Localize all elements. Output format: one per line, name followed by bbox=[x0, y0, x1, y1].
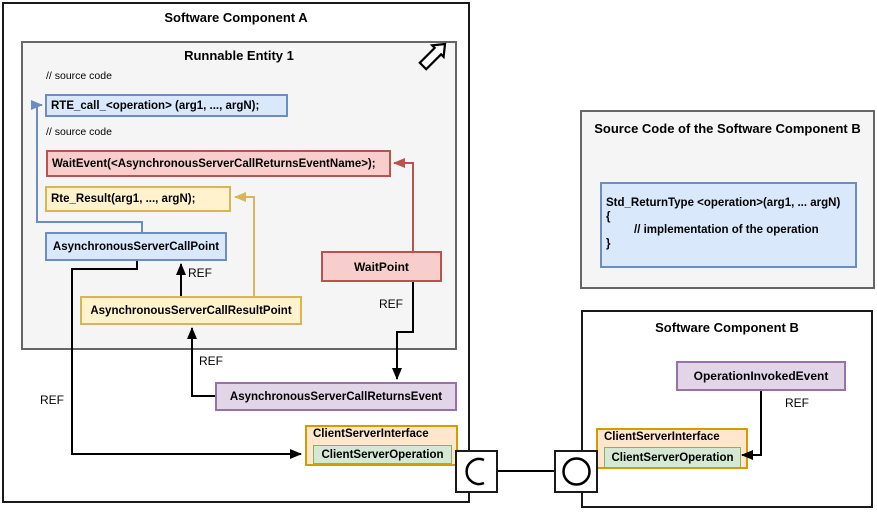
client-server-interface-b: ClientServerInterface ClientServerOperat… bbox=[596, 428, 748, 469]
operation-implementation-code: Std_ReturnType <operation>(arg1, ... arg… bbox=[600, 182, 857, 268]
code-line-close-brace: } bbox=[606, 237, 611, 250]
ref-label-wait-point: REF bbox=[379, 297, 403, 311]
asynchronous-server-call-point: AsynchronousServerCallPoint bbox=[45, 232, 227, 261]
client-server-operation-b: ClientServerOperation bbox=[604, 447, 741, 468]
ref-label-operation-invoked: REF bbox=[785, 396, 809, 410]
client-server-operation-a: ClientServerOperation bbox=[313, 445, 452, 464]
source-code-of-component-b-title: Source Code of the Software Component B bbox=[594, 121, 861, 136]
wait-point: WaitPoint bbox=[321, 251, 442, 282]
runnable-entity-1-title: Runnable Entity 1 bbox=[184, 48, 294, 63]
rte-call-statement: RTE_call_<operation> (arg1, ..., argN); bbox=[45, 94, 288, 117]
client-server-interface-a-title: ClientServerInterface bbox=[313, 428, 429, 440]
source-code-comment-2: // source code bbox=[46, 126, 112, 138]
ref-label-result-to-call-point: REF bbox=[188, 266, 212, 280]
software-component-b-title: Software Component B bbox=[655, 320, 799, 335]
client-server-interface-a: ClientServerInterface ClientServerOperat… bbox=[305, 425, 458, 466]
software-component-a-title: Software Component A bbox=[164, 10, 308, 25]
operation-invoked-event: OperationInvokedEvent bbox=[676, 361, 846, 391]
code-line-signature: Std_ReturnType <operation>(arg1, ... arg… bbox=[606, 197, 841, 209]
ref-label-returns-event: REF bbox=[199, 354, 223, 368]
software-component-b: Software Component B bbox=[581, 310, 873, 508]
wait-event-statement: WaitEvent(<AsynchronousServerCallReturns… bbox=[46, 150, 391, 177]
ref-label-call-point-to-operation: REF bbox=[40, 393, 64, 407]
source-code-comment-1: // source code bbox=[46, 70, 112, 82]
asynchronous-server-call-result-point: AsynchronousServerCallResultPoint bbox=[80, 296, 302, 325]
code-line-implementation-comment: // implementation of the operation bbox=[634, 224, 819, 236]
rte-result-statement: Rte_Result(arg1, ..., argN); bbox=[45, 186, 231, 212]
client-server-interface-b-title: ClientServerInterface bbox=[604, 431, 720, 443]
asynchronous-server-call-returns-event: AsynchronousServerCallReturnsEvent bbox=[215, 382, 457, 411]
code-line-open-brace: { bbox=[606, 210, 611, 223]
